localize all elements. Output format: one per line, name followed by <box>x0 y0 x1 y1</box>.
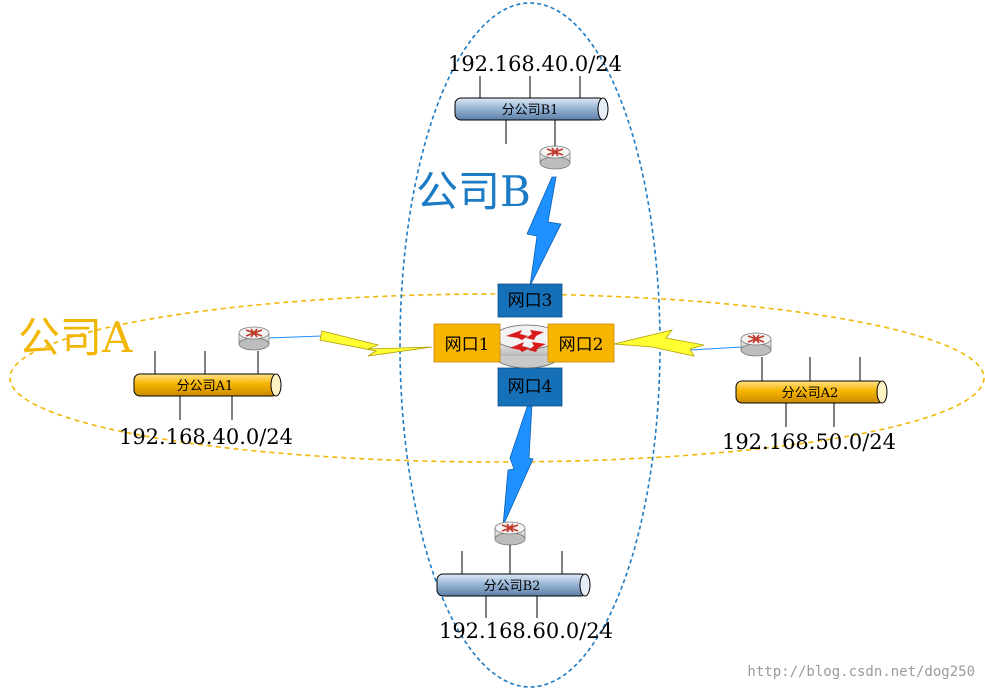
port-2-label: 网口2 <box>559 335 604 355</box>
wan-link-a2 <box>613 329 743 357</box>
segment-label-a1: 分公司A1 <box>177 379 234 394</box>
subnet-label-b2: 192.168.60.0/24 <box>439 619 613 643</box>
branch-a1: 分公司A1 192.168.40.0/24 <box>119 351 293 449</box>
subnet-label-b1: 192.168.40.0/24 <box>448 52 622 76</box>
router-icon-b2 <box>494 521 526 546</box>
wan-link-b2 <box>502 403 534 527</box>
wan-link-b1 <box>526 176 562 287</box>
segment-label-b2: 分公司B2 <box>484 579 541 594</box>
port-4 <box>497 367 563 407</box>
branch-b2: 分公司B2 192.168.60.0/24 <box>436 545 613 643</box>
watermark: http://blog.csdn.net/dog250 <box>747 664 975 680</box>
port-4-label: 网口4 <box>508 377 553 397</box>
subnet-label-a2: 192.168.50.0/24 <box>722 430 896 454</box>
port-1-label: 网口1 <box>445 335 490 355</box>
router-icon-b1 <box>539 145 571 170</box>
branch-a2: 分公司A2 192.168.50.0/24 <box>722 357 896 454</box>
segment-label-a2: 分公司A2 <box>782 386 839 401</box>
router-icon-a2 <box>740 332 772 357</box>
central-router: 网口3 网口4 网口1 网口2 <box>433 283 615 407</box>
branch-b1: 分公司B1 192.168.40.0/24 <box>448 52 622 146</box>
company-b-label: 公司B <box>416 167 531 216</box>
port-3-label: 网口3 <box>508 291 553 311</box>
company-a-boundary <box>9 293 985 463</box>
central-router-arrows-icon <box>506 330 546 352</box>
port-3 <box>497 283 563 318</box>
subnet-label-a1: 192.168.40.0/24 <box>119 425 293 449</box>
segment-label-b1: 分公司B1 <box>502 103 559 118</box>
port-1 <box>433 323 501 363</box>
router-icon-a1 <box>238 326 270 351</box>
wan-link-a1 <box>267 330 433 357</box>
port-2 <box>547 323 615 363</box>
company-a-label: 公司A <box>18 313 133 362</box>
